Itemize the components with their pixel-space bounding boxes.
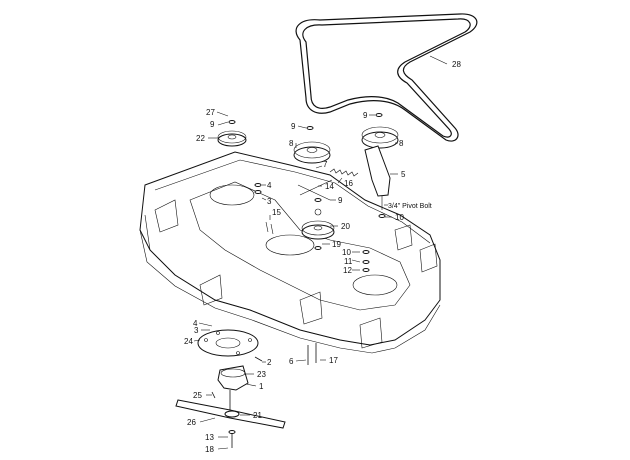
callout-22: 26 (187, 418, 196, 427)
callout-11: 11 (344, 257, 353, 266)
callout-15: 16 (344, 179, 353, 188)
callout-26: 28 (452, 60, 461, 69)
callout-10: 10 (395, 213, 404, 222)
center-spindle-pulley (301, 220, 335, 240)
drive-belt (295, 13, 478, 142)
tension-spring (329, 168, 359, 177)
callout-1: 1 (259, 382, 264, 391)
callout-4: 4 (267, 181, 272, 190)
callout-9: 9 (338, 196, 343, 205)
callout-16: 17 (329, 356, 338, 365)
center-idler-pulley (293, 141, 331, 164)
blade-bolt (228, 430, 236, 448)
callout-18: 20 (341, 222, 350, 231)
callout-12: 12 (343, 266, 352, 275)
callout-10: 10 (342, 248, 351, 257)
spindle-plate (197, 329, 259, 357)
callout-25: 27 (206, 108, 215, 117)
callout-7: 7 (323, 160, 328, 169)
pivot-bolt-label: 3/4" Pivot Bolt (388, 203, 432, 210)
callout-21: 23 (257, 370, 266, 379)
spindle-housing (217, 365, 249, 391)
deck-bolts (211, 343, 317, 399)
callout-14: 15 (272, 208, 281, 217)
callout-8: 8 (289, 139, 294, 148)
callout-6: 6 (289, 357, 294, 366)
blade-washer (224, 410, 240, 418)
callout-23: 18 (205, 445, 214, 454)
callout-9: 9 (210, 120, 215, 129)
callout-9: 9 (363, 111, 368, 120)
mower-deck-housing (139, 151, 441, 354)
callout-4: 4 (193, 319, 198, 328)
callout-27: 24 (184, 337, 193, 346)
callout-24: 13 (205, 433, 214, 442)
callout-8: 8 (399, 139, 404, 148)
callout-3: 3 (194, 326, 199, 335)
callout-19: 21 (253, 411, 262, 420)
callout-9: 9 (291, 122, 296, 131)
callout-2: 2 (267, 358, 272, 367)
idler-arm (364, 145, 391, 210)
left-pulley (217, 130, 247, 147)
callout-3: 3 (267, 197, 272, 206)
callout-13: 14 (325, 182, 334, 191)
callout-20: 22 (196, 134, 205, 143)
right-pulley (361, 126, 399, 149)
leader-lines (193, 55, 448, 450)
callout-28: 25 (193, 391, 202, 400)
callout-5: 5 (401, 170, 406, 179)
hardware-nuts (228, 113, 386, 272)
callout-labels: 28 27 9 22 9 8 9 8 5 7 16 14 9 10 3/4" P… (184, 60, 461, 454)
idler-bracket (297, 179, 333, 216)
callout-17: 19 (332, 240, 341, 249)
